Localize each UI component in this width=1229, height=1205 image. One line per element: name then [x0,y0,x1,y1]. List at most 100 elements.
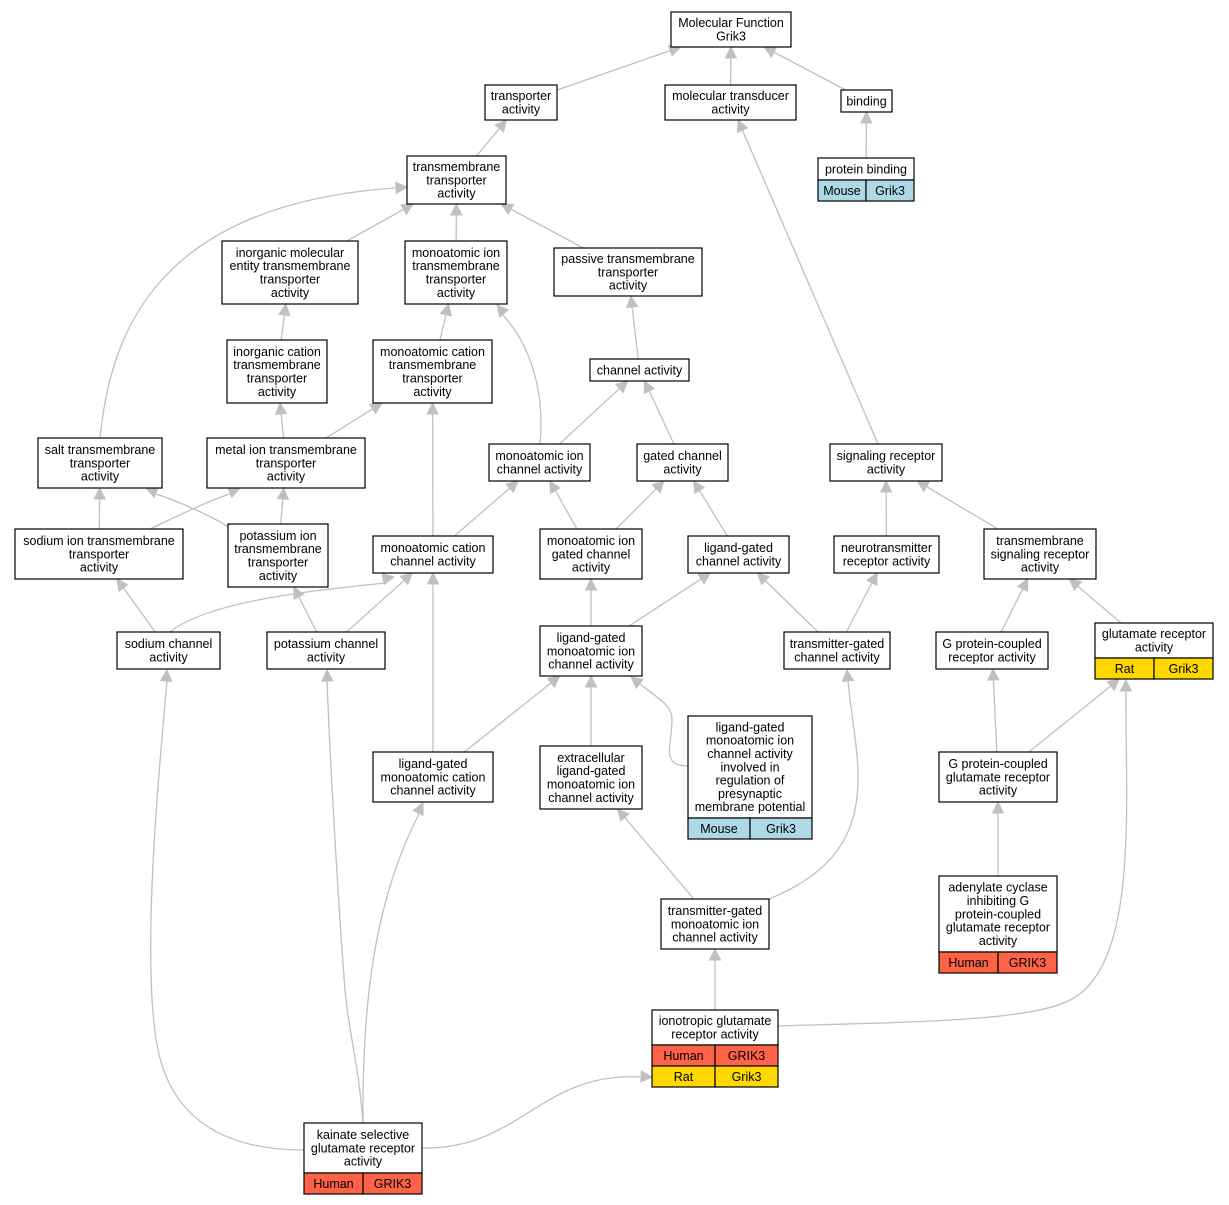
term-label-line: ionotropic glutamate [659,1014,772,1028]
term-label-line: activity [344,1155,383,1169]
edge-line [453,487,511,537]
edge-line [502,314,542,445]
edge-line [99,187,396,439]
edge-monoIonGated-to-gatedChannel [615,480,665,530]
edge-sodiumChannel-to-sodiumTm [116,578,156,633]
term-node-inorgCation[interactable]: inorganic cationtransmembranetransporter… [226,339,328,404]
term-label-line: gated channel [643,449,722,463]
term-label-line: transmembrane [412,259,500,273]
term-box [303,1122,423,1174]
term-label-line: ligand-gated [704,541,773,555]
annotation-gene-cell [362,1172,423,1195]
term-node-channel[interactable]: channel activity [589,358,690,382]
term-label-line: channel activity [390,554,476,568]
term-node-binding[interactable]: binding [840,89,893,113]
edge-passiveTm-to-tmTransporter [500,203,584,249]
edge-lgPresynaptic-to-lgMonoIonChannel [630,676,689,767]
edge-arrowhead [616,808,630,822]
edge-line [155,493,233,530]
edge-line [280,497,284,525]
annotation-gene-cell [749,817,813,840]
edge-arrowhead [381,572,396,586]
term-label-line: signaling receptor [837,449,936,463]
edge-arrowhead [321,668,334,682]
edge-line [768,680,859,900]
term-label-line: channel activity [597,363,683,377]
term-node-monoCationTm[interactable]: monoatomic cationtransmembranetransporte… [372,339,493,404]
term-label-line: binding [846,94,886,108]
term-box [539,745,643,810]
edge-signalingReceptor-to-molTransducer [736,118,879,445]
term-label-line: activity [258,385,297,399]
edge-monoIonGated-to-monoIonChannel [549,480,578,530]
edge-arrowhead [1016,577,1029,593]
edge-line [772,51,846,91]
edge-monoIonChannel-to-monoIonTm [496,304,542,445]
term-label-line: activity [413,385,452,399]
edge-arrowhead [987,667,1000,681]
edge-arrowhead [144,486,160,499]
annotation-gene-cell [714,1065,779,1088]
edge-line [623,816,695,900]
edge-tmSignalingReceptor-to-signalingReceptor [916,480,999,530]
edge-line [325,407,374,439]
term-node-potassiumTm[interactable]: potassium iontransmembranetransporteract… [227,523,329,588]
term-label-line: monoatomic cation [380,345,485,359]
edge-line [149,493,231,530]
term-box [404,240,508,305]
edge-kainate-to-potassiumChannel [321,668,364,1124]
term-label-line: transporter [402,371,462,385]
edge-lgMonoIonChannel-to-ligandGatedChannel [628,572,712,627]
term-label-line: transmembrane [234,542,322,556]
term-node-sodiumTm[interactable]: sodium ion transmembranetransporteractiv… [14,528,184,580]
edge-line [925,485,999,530]
term-box [553,247,703,297]
term-label-line: monoatomic ion [547,534,635,548]
term-node-metalIon[interactable]: metal ion transmembranetransporteractivi… [206,437,366,489]
edge-transporter-to-mf [556,44,682,91]
term-box [935,631,1049,670]
edge-gpcGlutamate-to-glutamateReceptor [1028,678,1121,753]
term-node-monoIonTm[interactable]: monoatomic iontransmembranetransporterac… [404,240,508,305]
term-box [938,875,1058,953]
term-box [266,631,386,670]
term-label-line: inorganic cation [233,345,321,359]
term-label-line: transmembrane [389,358,477,372]
term-label-line: monoatomic ion [547,644,635,658]
edge-ionotropic-to-glutamateReceptor [777,678,1133,1027]
term-box [589,358,690,382]
term-box [829,443,943,482]
term-box [840,89,893,113]
edge-arrowhead [651,480,665,494]
